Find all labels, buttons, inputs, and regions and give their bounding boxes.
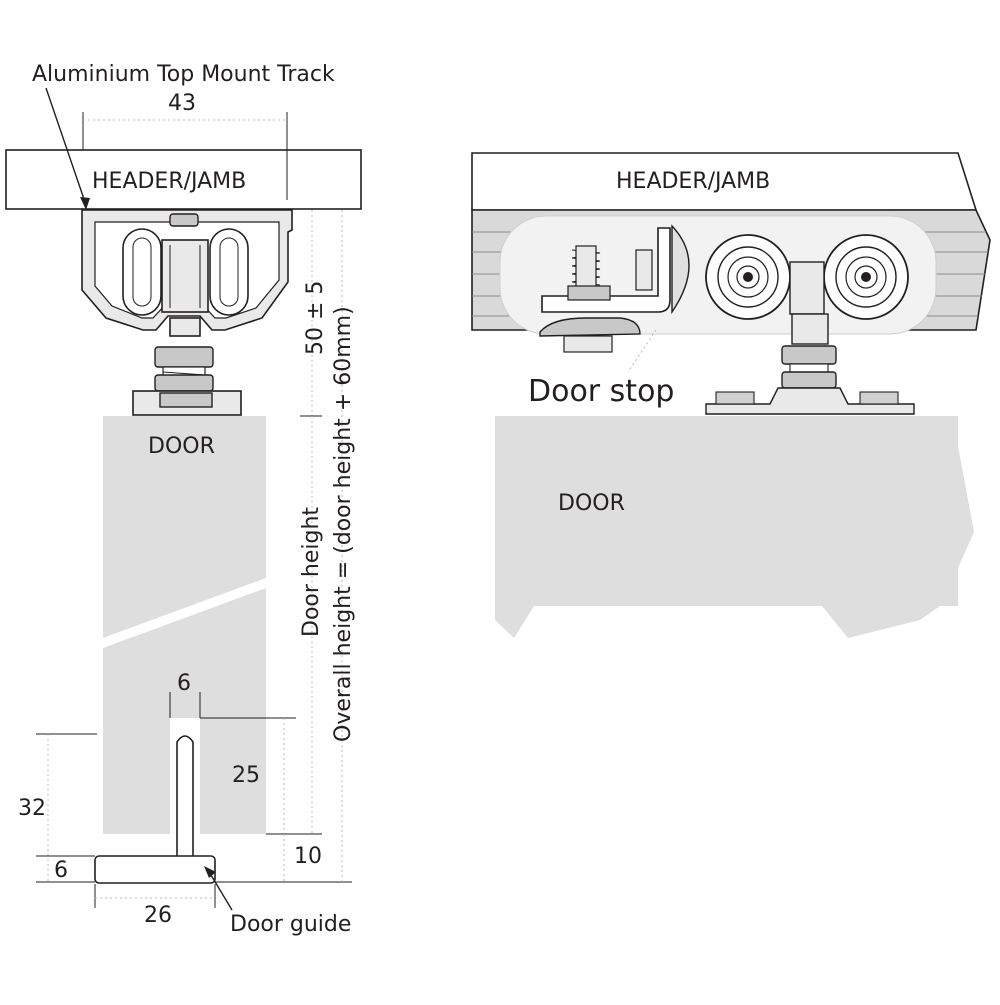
guide-label: Door guide — [230, 912, 351, 937]
track-top-bolt — [169, 213, 199, 227]
left-door-upper — [103, 416, 266, 638]
stop-bumper — [671, 224, 690, 315]
stem-nut-upper — [154, 346, 214, 368]
right-trolley-body — [789, 261, 825, 315]
left-section-view: HEADER/JAMB 43 Aluminium Top Mount Track — [5, 62, 362, 937]
dim-clearance-label: 50 ± 5 — [303, 281, 328, 355]
left-wheel-a-hub — [132, 237, 152, 307]
right-stem-nut-lower — [781, 371, 837, 389]
left-header-jamb — [5, 149, 362, 210]
stop-bracket — [541, 227, 671, 313]
right-door — [495, 416, 974, 638]
right-wheel-b — [823, 234, 909, 320]
dim-groove-width-label: 6 — [177, 671, 191, 696]
stop-base-plate — [539, 317, 641, 337]
right-wheel-a — [705, 234, 791, 320]
right-header-label: HEADER/JAMB — [616, 169, 770, 194]
track-label: Aluminium Top Mount Track — [32, 62, 335, 87]
stop-label: Door stop — [528, 374, 674, 409]
dim-guide-height-label: 32 — [18, 796, 46, 821]
left-door-lower — [103, 588, 266, 834]
stop-clamp — [567, 285, 611, 301]
track-leader-arrow — [80, 197, 90, 210]
dim-guide-width-label: 26 — [144, 903, 172, 928]
stop-leader — [627, 329, 657, 373]
stop-spring-core — [575, 245, 597, 289]
right-plate-bolt-right — [859, 391, 899, 405]
right-perspective-view: HEADER/JAMB Door stop — [471, 152, 991, 638]
right-stem-collar — [791, 313, 829, 345]
right-door-label: DOOR — [558, 491, 625, 516]
dim-43-label: 43 — [168, 91, 196, 116]
dim-groove-depth-label: 25 — [232, 763, 260, 788]
dim-overall-height-label: Overall height = (door height + 60mm) — [331, 306, 356, 742]
guide-leader-arrow — [204, 866, 216, 878]
stem-nut-lower — [154, 374, 214, 392]
trolley-body — [161, 239, 209, 313]
right-plate-bolt-left — [715, 391, 755, 405]
dim-guide-base-label: 6 — [54, 858, 68, 883]
dim-door-height-label: Door height — [299, 507, 324, 637]
stop-pad — [635, 249, 653, 291]
left-door-label: DOOR — [148, 434, 215, 459]
door-guide-base — [94, 855, 216, 884]
door-guide-fin — [176, 735, 194, 859]
mount-plate-bolt — [159, 392, 213, 408]
stop-base-nut — [563, 335, 613, 353]
left-wheel-b-hub — [219, 237, 239, 307]
right-stem-nut-upper — [781, 345, 837, 365]
right-mount-plate — [705, 387, 915, 415]
guide-leader — [207, 869, 233, 911]
dim-guide-clearance-label: 10 — [294, 844, 322, 869]
left-header-label: HEADER/JAMB — [92, 169, 246, 194]
stem-collar — [169, 317, 201, 337]
track-leader — [45, 87, 87, 206]
